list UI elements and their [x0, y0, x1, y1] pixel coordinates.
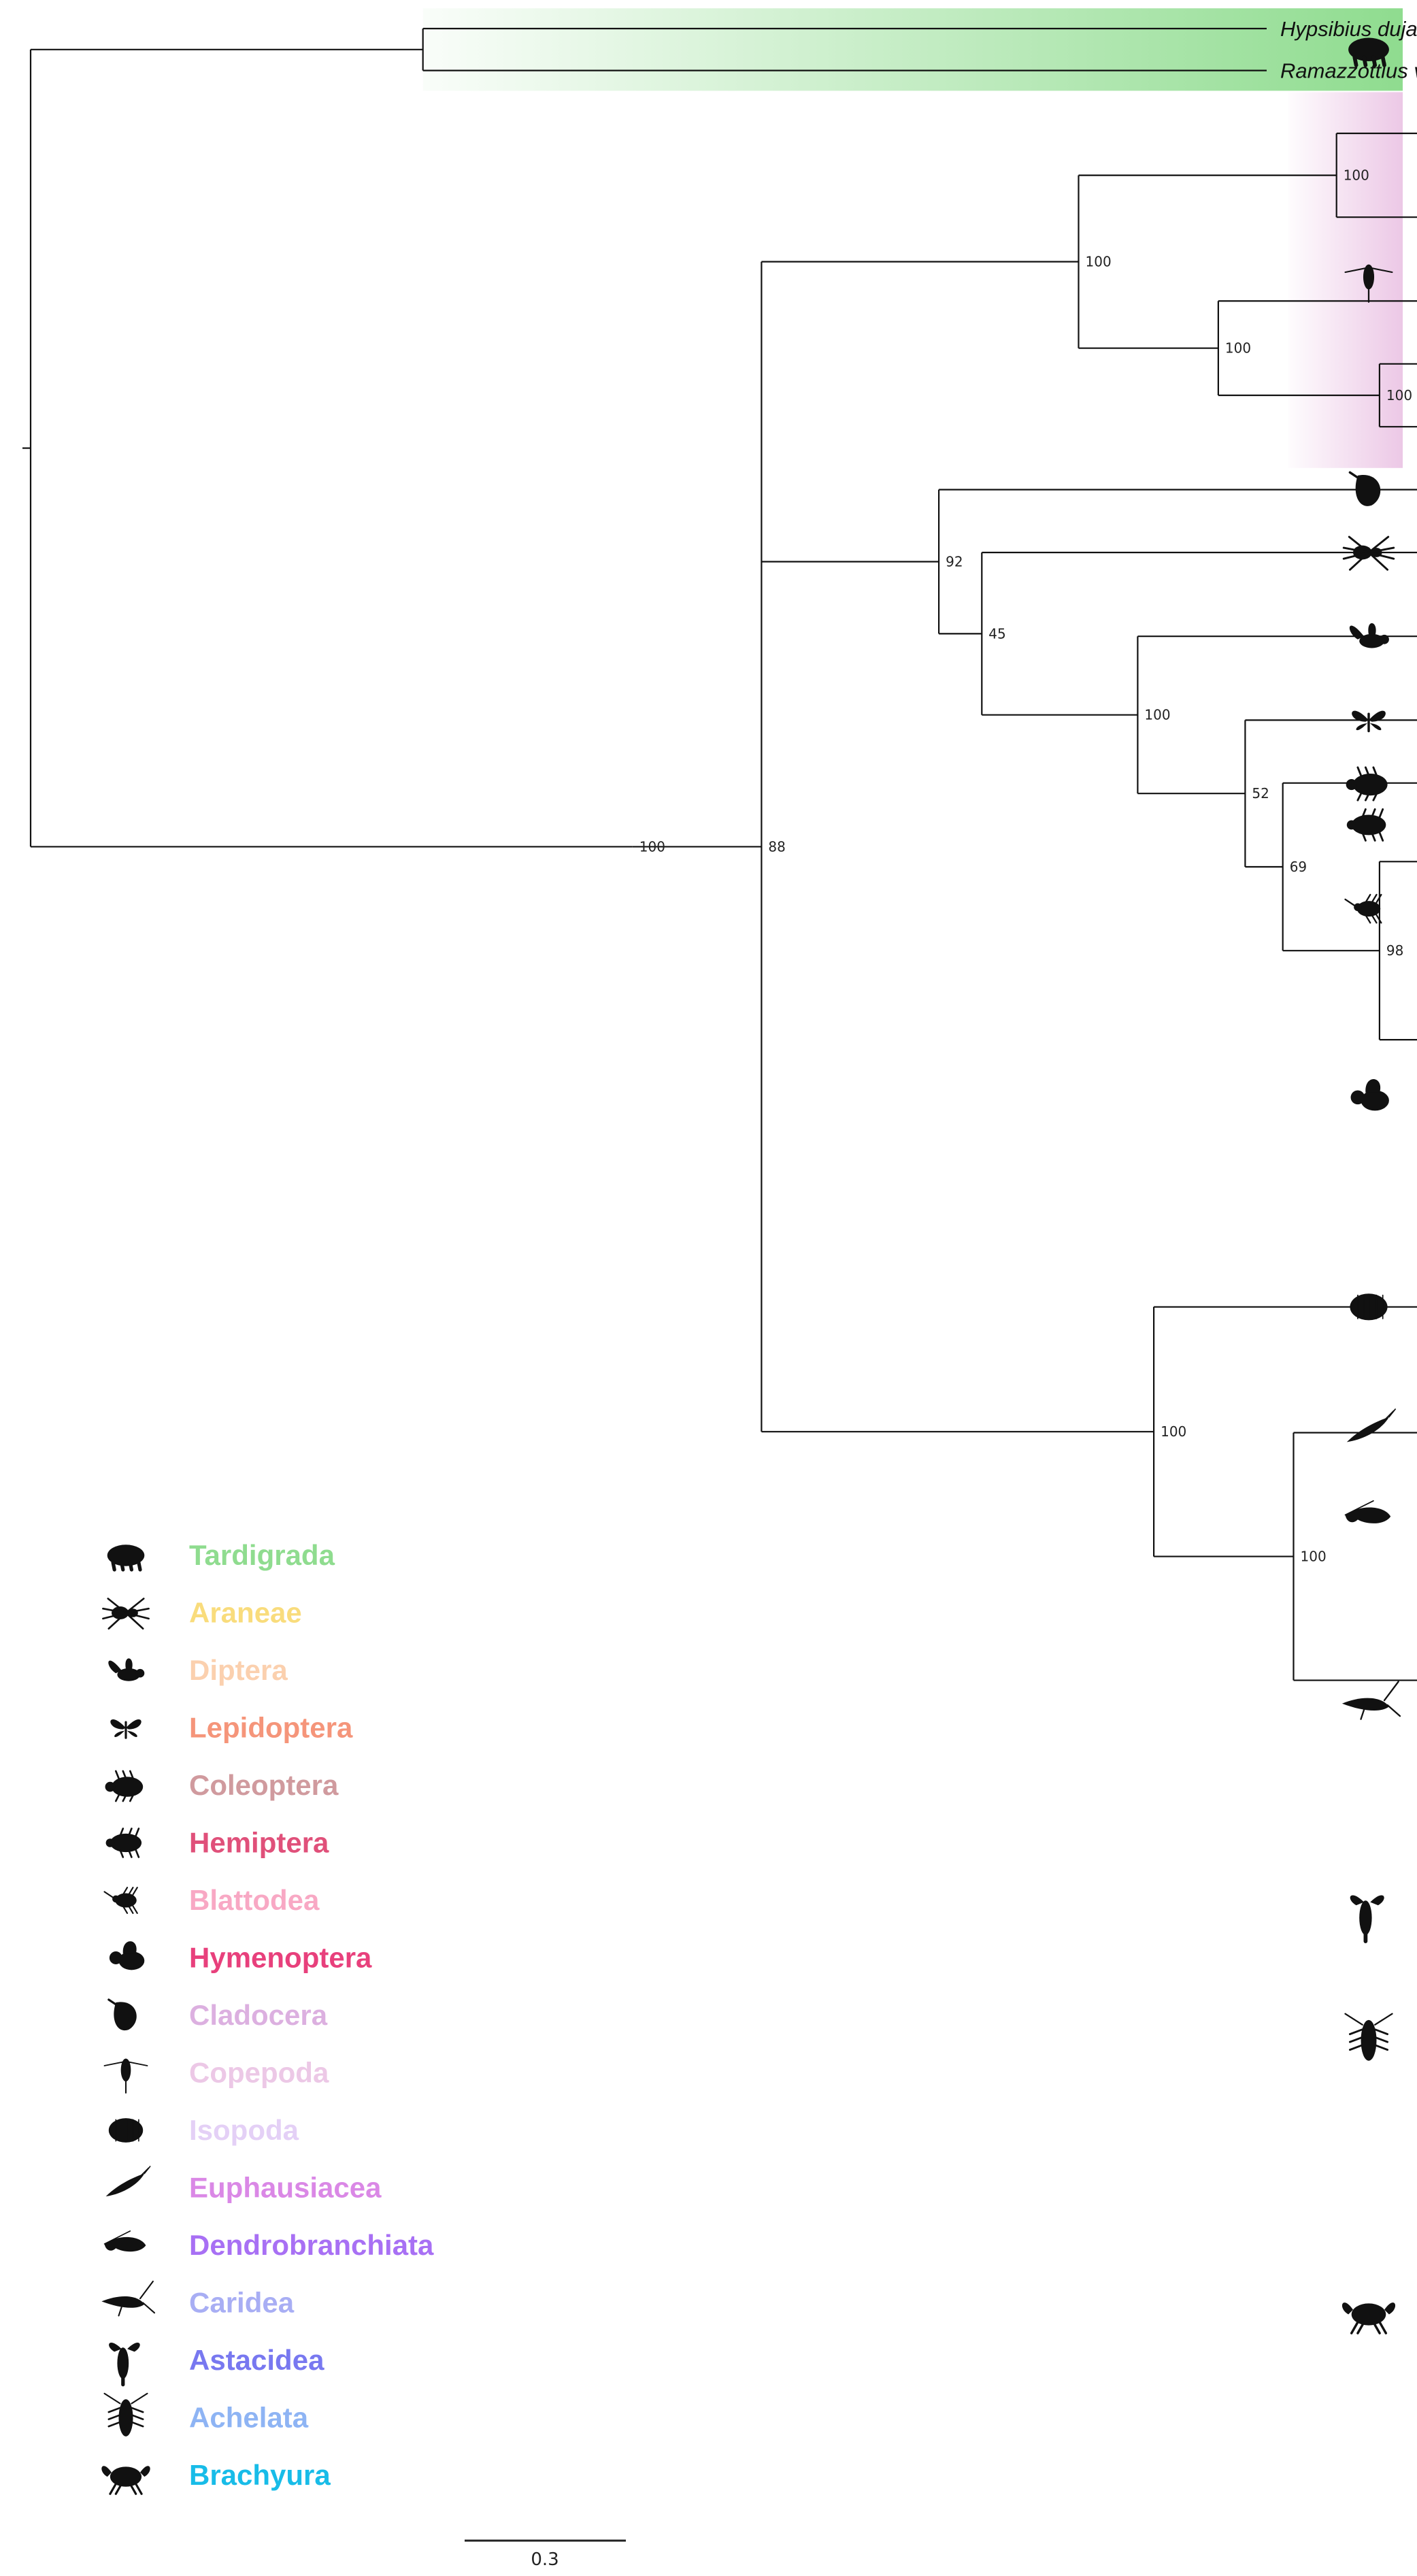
support-value: 98	[1386, 942, 1403, 959]
tardigrade-icon	[1348, 37, 1389, 67]
legend-label-astacidea: Astacidea	[189, 2344, 324, 2376]
prawn-icon	[1344, 1500, 1391, 1523]
isopod-icon	[108, 2118, 144, 2143]
legend-label-hemiptera: Hemiptera	[189, 1827, 329, 1859]
bug-icon	[105, 1828, 142, 1858]
support-value: 45	[988, 625, 1005, 642]
support-value: 100	[639, 838, 665, 855]
tree-branches	[22, 27, 1417, 1681]
copepod-icon	[1344, 264, 1393, 303]
legend-label-achelata: Achelata	[189, 2402, 309, 2434]
lobster-icon	[103, 2392, 148, 2437]
taxon-label-hypsibius-dujardini: Hypsibius dujardini	[1280, 17, 1417, 41]
crayfish-icon	[1350, 1895, 1384, 1943]
tardigrade-icon	[107, 1545, 145, 1572]
legend-label-isopoda: Isopoda	[189, 2114, 299, 2146]
support-value: 69	[1290, 859, 1307, 875]
beetle-icon	[1346, 766, 1388, 802]
krill-icon	[1346, 1408, 1396, 1442]
legend-label-caridea: Caridea	[189, 2287, 295, 2319]
support-value: 100	[1301, 1549, 1327, 1565]
butterfly-icon	[110, 1719, 141, 1739]
cockroach-icon	[1344, 893, 1382, 924]
legend-label-euphausiacea: Euphausiacea	[189, 2172, 382, 2204]
crab-icon	[101, 2466, 150, 2495]
shrimp-icon	[1341, 1681, 1401, 1720]
bee-icon	[1350, 1079, 1389, 1111]
legend-label-dendrobranchiata: Dendrobranchiata	[189, 2229, 434, 2261]
support-value: 100	[1344, 167, 1369, 184]
lobster-icon	[1344, 2013, 1393, 2061]
support-value: 100	[1225, 340, 1251, 357]
order-legend: TardigradaAraneaeDipteraLepidopteraColeo…	[101, 1539, 434, 2495]
krill-icon	[105, 2166, 151, 2197]
legend-label-araneae: Araneae	[189, 1597, 302, 1629]
crayfish-icon	[109, 2342, 140, 2387]
taxon-labels: Hypsibius dujardiniRamazzottius varieorn…	[1280, 17, 1417, 83]
spider-icon	[1342, 535, 1395, 571]
legend-label-blattodea: Blattodea	[189, 1884, 320, 1916]
support-values: 1008810010010010010010010092451001001005…	[639, 167, 1412, 1565]
isopod-icon	[1350, 1293, 1388, 1321]
taxon-label-ramazzottius-varieornatus: Ramazzottius varieornatus	[1280, 59, 1417, 83]
support-value: 100	[1144, 707, 1170, 723]
legend-label-lepidoptera: Lepidoptera	[189, 1712, 353, 1744]
legend-label-coleoptera: Coleoptera	[189, 1769, 339, 1801]
clade-band-copepoda	[1288, 92, 1403, 468]
support-value: 52	[1252, 785, 1269, 802]
clade-bands	[422, 8, 1403, 468]
support-value: 92	[946, 553, 963, 569]
bug-icon	[1346, 808, 1386, 842]
crab-icon	[1341, 2302, 1396, 2334]
bee-icon	[109, 1941, 145, 1970]
daphnia-icon	[107, 1998, 137, 2031]
shrimp-icon	[101, 2280, 156, 2317]
scale-bar: 0.3	[465, 2539, 626, 2570]
prawn-icon	[103, 2230, 146, 2252]
spider-icon	[102, 1598, 150, 1630]
legend-label-brachyura: Brachyura	[189, 2459, 331, 2491]
legend-label-diptera: Diptera	[189, 1654, 288, 1686]
support-value: 100	[1386, 387, 1412, 403]
beetle-icon	[105, 1770, 144, 1802]
butterfly-icon	[1352, 710, 1386, 733]
copepod-icon	[103, 2058, 148, 2094]
legend-label-cladocera: Cladocera	[189, 1999, 328, 2031]
legend-label-copepoda: Copepoda	[189, 2057, 329, 2089]
cockroach-icon	[103, 1887, 138, 1914]
legend-label-tardigrada: Tardigrada	[189, 1539, 335, 1571]
legend-label-hymenoptera: Hymenoptera	[189, 1942, 372, 1974]
clade-band-tardigrada	[422, 8, 1403, 91]
support-value: 100	[1161, 1423, 1186, 1440]
scale-bar-label: 0.3	[531, 2549, 559, 2570]
clade-silhouettes	[1341, 37, 1401, 2334]
support-value: 88	[768, 838, 785, 855]
daphnia-icon	[1348, 471, 1381, 506]
fly-icon	[1349, 623, 1389, 648]
support-value: 100	[1086, 254, 1112, 270]
fly-icon	[108, 1658, 145, 1681]
